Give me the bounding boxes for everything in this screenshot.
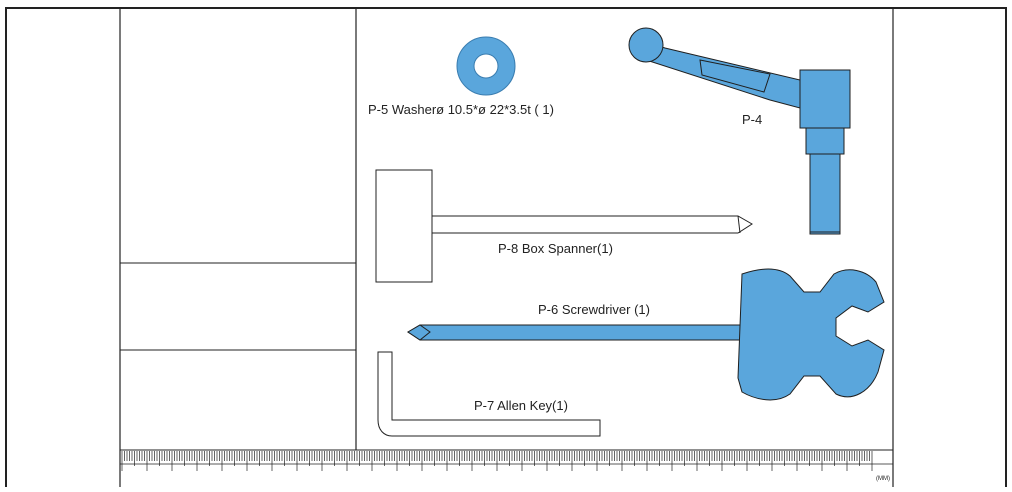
box-spanner-label: P-8 Box Spanner(1) (498, 241, 613, 256)
screwdriver-part (407, 268, 885, 401)
washer-label: P-5 Washerø 10.5*ø 22*3.5t ( 1) (368, 102, 554, 117)
washer-part (456, 36, 516, 96)
screwdriver-label: P-6 Screwdriver (1) (538, 302, 650, 317)
box-spanner-part (375, 169, 753, 283)
ruler-unit-label: (MM) (876, 476, 890, 482)
allen-key-label: P-7 Allen Key(1) (474, 398, 568, 413)
clamp-lever-part (628, 27, 851, 235)
clamp-lever-label: P-4 (742, 112, 763, 127)
allen-key-part (377, 351, 601, 437)
mm-ruler (120, 449, 893, 471)
